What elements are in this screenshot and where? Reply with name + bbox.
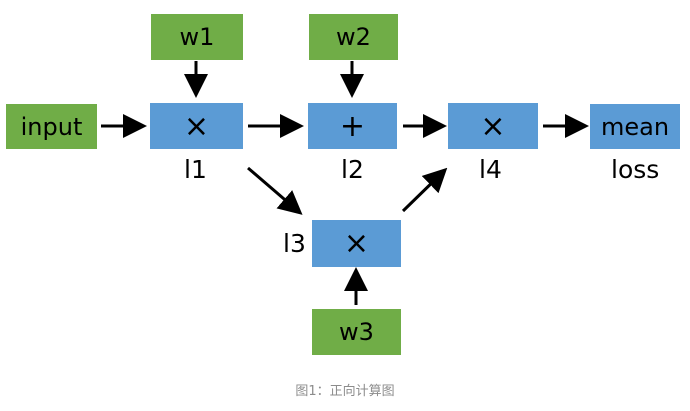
node-input: input (6, 104, 97, 149)
node-l1-multiply: × (150, 103, 243, 149)
node-w1: w1 (151, 14, 243, 60)
label-loss: loss (611, 155, 660, 184)
label-l3: l3 (283, 229, 306, 258)
label-l4: l4 (479, 155, 502, 184)
node-l4-multiply: × (448, 103, 538, 149)
node-l3-multiply: × (312, 220, 401, 267)
edge-l1-l3 (247, 166, 303, 215)
label-l1: l1 (184, 155, 207, 184)
figure-caption: 图1：正向计算图 (295, 384, 395, 399)
node-w2: w2 (309, 14, 398, 60)
label-l2: l2 (341, 155, 364, 184)
node-mean: mean (590, 104, 680, 149)
node-w3: w3 (312, 309, 401, 355)
edge-l3-l4 (401, 167, 448, 213)
node-l2-add: + (308, 103, 397, 149)
